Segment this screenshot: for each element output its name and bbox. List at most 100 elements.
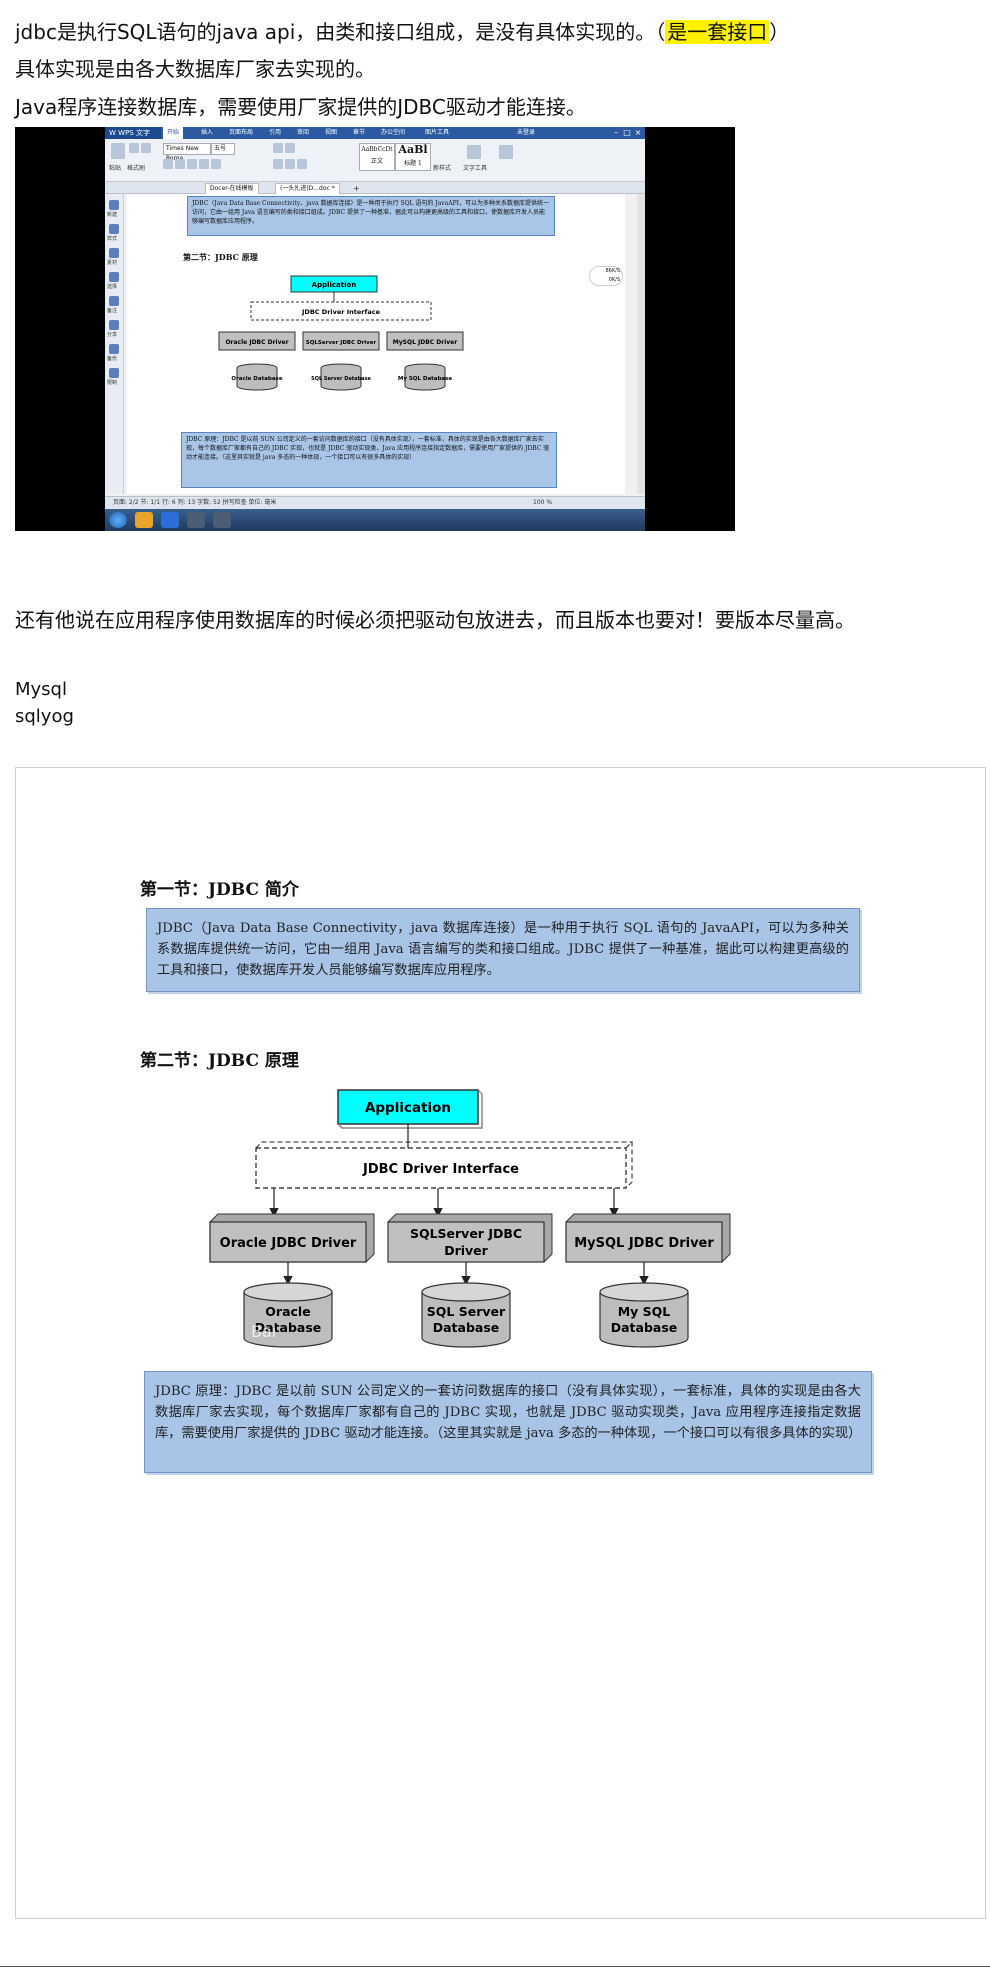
embedded-screenshot: W WPS 文字 开始 插入 页面布局 引用 审阅 视图 章节 办公空间 图片工… — [15, 127, 735, 531]
mini-db-oracle-label: Oracle Database — [231, 376, 282, 382]
vertical-scrollbar[interactable] — [637, 194, 645, 494]
cut-icon[interactable] — [129, 143, 139, 153]
taskbar-app-icon[interactable] — [135, 512, 153, 528]
ribbon-tab-2[interactable]: 页面布局 — [229, 129, 254, 136]
ribbon: 粘贴 格式刷 Times New Roma 五号 AaBbCcDt 正文 AaB… — [105, 139, 645, 182]
side-tool-5: 分享 — [107, 332, 118, 338]
taskbar-app-icon-3[interactable] — [213, 512, 231, 528]
font-name-select[interactable]: Times New Roma — [163, 143, 211, 162]
document-tabs: Docer-在线模板 (一头扎进)D...doc * + — [105, 182, 645, 195]
find-icon[interactable] — [499, 145, 513, 159]
app-menu-button[interactable]: W WPS 文字 — [105, 127, 161, 139]
font-color-icon[interactable] — [199, 159, 209, 169]
mini-intro-box: JDBC（Java Data Base Connectivity，java 数据… — [187, 196, 555, 236]
maximize-icon[interactable]: □ — [623, 128, 631, 137]
style-normal[interactable]: AaBbCcDt 正文 — [359, 143, 395, 171]
italic-icon[interactable] — [175, 159, 185, 169]
sqlserver-driver-label-2: Driver — [444, 1243, 488, 1258]
ribbon-tab-0[interactable]: 开始 — [163, 127, 184, 139]
status-bar: 页面: 2/2 节: 1/1 行: 6 列: 13 字数: 52 拼写检查 单位… — [105, 496, 645, 509]
select-icon[interactable] — [109, 272, 119, 282]
side-tool-1: 样式 — [107, 236, 118, 242]
new-tab-icon[interactable]: + — [353, 184, 360, 193]
application-box — [337, 1089, 479, 1125]
mini-driver-mysql — [386, 331, 464, 351]
mini-driver-oracle — [218, 331, 296, 351]
side-tool-7: 限制 — [107, 380, 118, 386]
side-tool-6: 备份 — [107, 356, 118, 362]
underline-icon[interactable] — [187, 159, 197, 169]
login-status[interactable]: 未登录 — [517, 129, 536, 136]
font-size-select[interactable]: 五号 — [211, 143, 235, 155]
zoom-level[interactable]: 100 % — [533, 499, 553, 506]
new-style-label[interactable]: 新样式 — [433, 165, 452, 172]
svg-text:Database: Database — [255, 1320, 322, 1335]
ribbon-tab-3[interactable]: 引用 — [269, 129, 282, 136]
windows-taskbar — [105, 509, 645, 531]
paste-icon[interactable] — [111, 143, 125, 159]
version-note: 还有他说在应用程序使用数据库的时候必须把驱动包放进去，而且版本也要对！要版本尽量… — [15, 608, 855, 632]
intro-line-3: Java程序连接数据库，需要使用厂家提供的JDBC驱动才能连接。 — [15, 95, 586, 119]
mysql-driver-label: MySQL JDBC Driver — [574, 1236, 714, 1251]
align-left-icon[interactable] — [273, 159, 283, 169]
oracle-driver-label: Oracle JDBC Driver — [220, 1236, 357, 1251]
section-2-heading: 第二节：JDBC 原理 — [140, 1051, 299, 1071]
note-icon[interactable] — [109, 296, 119, 306]
minimize-icon[interactable]: – — [614, 128, 618, 137]
mini-driver-oracle-label: Oracle JDBC Driver — [225, 339, 288, 346]
ribbon-tab-5[interactable]: 视图 — [325, 129, 338, 136]
mini-section-heading: 第二节：JDBC 原理 — [183, 252, 258, 262]
svg-text:My SQL: My SQL — [618, 1304, 671, 1319]
style-normal-preview: AaBbCcDt — [361, 146, 393, 153]
intro-line-1-text: jdbc是执行SQL语句的java api，由类和接口组成，是没有具体实现的。（ — [15, 20, 666, 44]
align-center-icon[interactable] — [285, 159, 295, 169]
intro-box: JDBC（Java Data Base Connectivity，java 数据… — [146, 908, 860, 992]
share-icon[interactable] — [109, 320, 119, 330]
ribbon-tab-7[interactable]: 办公空间 — [381, 129, 406, 136]
text-tools-label[interactable]: 文字工具 — [463, 165, 488, 172]
style-h1-preview: AaBl — [398, 143, 428, 156]
bullets-icon[interactable] — [273, 143, 283, 153]
numbering-icon[interactable] — [285, 143, 295, 153]
svg-text:Database: Database — [611, 1320, 678, 1335]
restrict-icon[interactable] — [109, 368, 119, 378]
ribbon-tab-4[interactable]: 审阅 — [297, 129, 310, 136]
style-heading-1[interactable]: AaBl 标题 1 — [395, 143, 431, 171]
driver-interface-box-top — [255, 1141, 632, 1149]
copy-icon[interactable] — [141, 143, 151, 153]
highlight-icon[interactable] — [211, 159, 221, 169]
document-page: 第一节：JDBC 简介 JDBC（Java Data Base Connecti… — [15, 767, 986, 1919]
speed-widget[interactable]: 86K/S 0K/S — [589, 266, 623, 286]
mini-application-label: Application — [312, 281, 357, 289]
ribbon-tab-6[interactable]: 章节 — [353, 129, 366, 136]
side-tool-4: 备注 — [107, 308, 118, 314]
ribbon-tab-1[interactable]: 插入 — [201, 129, 214, 136]
new-icon[interactable] — [109, 200, 119, 210]
driver-interface-label: JDBC Driver Interface — [362, 1162, 519, 1177]
wps-taskbar-icon[interactable] — [161, 512, 179, 528]
text-tools-icon[interactable] — [467, 145, 481, 159]
side-tool-3: 选择 — [107, 284, 118, 290]
mini-db-oracle — [236, 363, 278, 391]
application-label: Application — [365, 1100, 451, 1116]
material-icon[interactable] — [109, 248, 119, 258]
style-icon[interactable] — [109, 224, 119, 234]
ribbon-tab-8[interactable]: 图片工具 — [425, 129, 450, 136]
format-painter-label: 格式刷 — [127, 165, 146, 172]
close-icon[interactable]: × — [634, 128, 642, 137]
align-right-icon[interactable] — [297, 159, 307, 169]
principle-box: JDBC 原理：JDBC 是以前 SUN 公司定义的一套访问数据库的接口（没有具… — [144, 1371, 872, 1473]
tool-sqlyog: sqlyog — [15, 706, 74, 727]
mini-document-page: JDBC（Java Data Base Connectivity，java 数据… — [127, 194, 625, 494]
start-button-icon[interactable] — [109, 512, 127, 528]
mini-principle-box: JDBC 原理：JDBC 是以前 SUN 公司定义的一套访问数据库的接口（没有具… — [181, 432, 557, 488]
mysql-driver-box — [565, 1221, 723, 1263]
taskbar-app-icon-2[interactable] — [187, 512, 205, 528]
bold-icon[interactable] — [163, 159, 173, 169]
svg-text:Oracle: Oracle — [265, 1304, 310, 1319]
oracle-driver-face — [209, 1221, 367, 1263]
status-text: 页面: 2/2 节: 1/1 行: 6 列: 13 字数: 52 拼写检查 单位… — [113, 499, 277, 506]
mini-driver-sqlserver — [302, 331, 380, 351]
backup-icon[interactable] — [109, 344, 119, 354]
style-normal-label: 正文 — [370, 158, 383, 165]
